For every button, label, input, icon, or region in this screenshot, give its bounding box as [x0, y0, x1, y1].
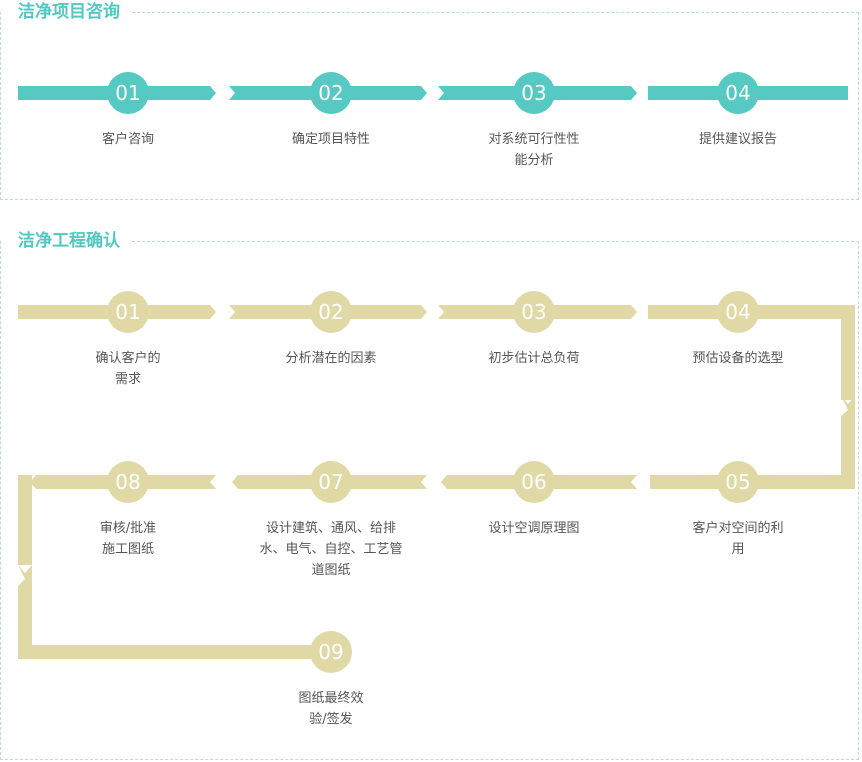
step-04-circle: 04	[717, 291, 759, 333]
step-02-circle: 02	[310, 72, 352, 114]
step-circle	[513, 461, 555, 503]
connector-arrow-down	[841, 396, 855, 489]
connector-arrow-down	[18, 565, 32, 659]
step-circle	[310, 631, 352, 673]
step-number: 03	[521, 81, 546, 105]
step-number: 04	[725, 81, 750, 105]
step-01-circle: 01	[107, 72, 149, 114]
step-06-circle: 06	[513, 461, 555, 503]
step-05-label: 客户对空间的利用	[692, 521, 784, 557]
step-04-circle: 04	[717, 72, 759, 114]
section-consult-top-border	[132, 12, 859, 13]
step-number: 05	[725, 470, 750, 494]
step-number: 07	[318, 470, 343, 494]
step-04-label: 预估设备的选型	[692, 351, 784, 366]
step-circle	[513, 72, 555, 114]
connector-track	[18, 645, 318, 659]
step-07-circle: 07	[310, 461, 352, 503]
step-circle	[717, 291, 759, 333]
step-circle	[310, 72, 352, 114]
step-07-label: 设计建筑、通风、给排水、电气、自控、工艺管道图纸	[259, 521, 403, 578]
step-05-circle: 05	[717, 461, 759, 503]
step-08-circle: 08	[107, 461, 149, 503]
step-06-label: 设计空调原理图	[488, 521, 580, 536]
step-circle	[717, 461, 759, 503]
step-number: 01	[115, 300, 140, 324]
step-circle	[107, 291, 149, 333]
step-01-label: 确认客户的需求	[95, 351, 161, 387]
step-number: 06	[521, 470, 546, 494]
step-number: 02	[318, 81, 343, 105]
step-circle	[107, 461, 149, 503]
section-confirm-frame	[0, 241, 859, 760]
step-02-label: 确定项目特性	[291, 132, 370, 147]
step-02-circle: 02	[310, 291, 352, 333]
step-circle	[717, 72, 759, 114]
connector-track	[18, 475, 32, 565]
step-09-circle: 09	[310, 631, 352, 673]
section-confirm-top-border	[132, 241, 859, 242]
section-consult-frame	[0, 12, 859, 200]
step-03-circle: 03	[513, 72, 555, 114]
step-number: 02	[318, 300, 343, 324]
step-circle	[107, 72, 149, 114]
section-consult-title: 洁净项目咨询	[18, 1, 126, 23]
step-08-label: 审核/批准施工图纸	[99, 521, 157, 557]
step-circle	[310, 461, 352, 503]
step-01-circle: 01	[107, 291, 149, 333]
step-number: 08	[115, 470, 140, 494]
step-02-label: 分析潜在的因素	[285, 351, 377, 366]
step-09-label: 图纸最终效验/签发	[298, 691, 364, 727]
step-04-label: 提供建议报告	[698, 132, 777, 147]
step-number: 01	[115, 81, 140, 105]
step-number: 09	[318, 640, 343, 664]
step-number: 03	[521, 300, 546, 324]
connector-track	[841, 305, 855, 400]
step-circle	[513, 291, 555, 333]
step-03-label: 初步估计总负荷	[488, 351, 580, 366]
section-confirm-title: 洁净工程确认	[18, 230, 126, 252]
step-03-circle: 03	[513, 291, 555, 333]
step-01-label: 客户咨询	[101, 132, 154, 147]
step-circle	[310, 291, 352, 333]
step-number: 04	[725, 300, 750, 324]
step-03-label: 对系统可行性性能分析	[488, 132, 580, 168]
